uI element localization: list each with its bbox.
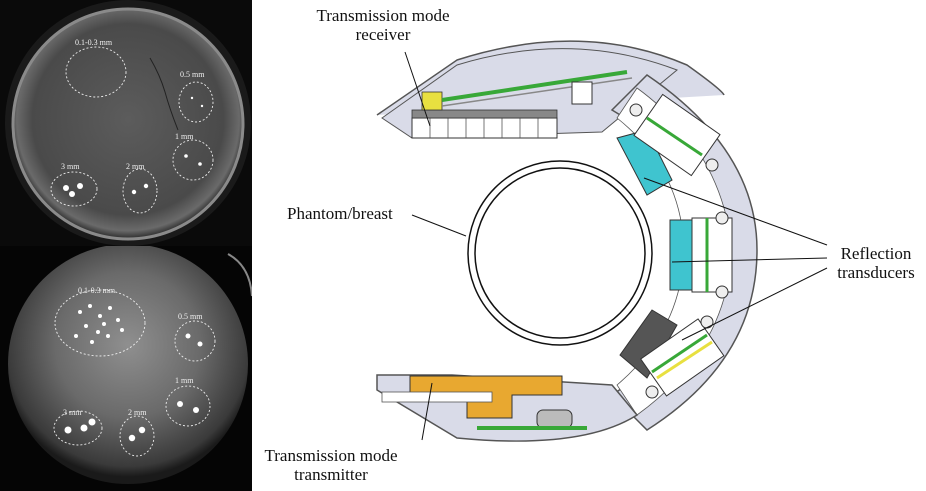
label-size-2: 2 mm	[128, 408, 147, 417]
receiver-label: Transmission mode receiver	[308, 6, 458, 44]
bottom-phantom-photo	[8, 246, 252, 484]
transmitter-label: Transmission mode transmitter	[256, 446, 406, 484]
receiver-label-line1: Transmission mode	[316, 6, 450, 25]
reflection-label: Reflection transducers	[826, 244, 926, 282]
leader-lines	[404, 51, 828, 441]
roi-ellipse	[50, 171, 98, 207]
label-size-3: 3 mm	[63, 408, 82, 417]
reflection-label-line2: transducers	[837, 263, 915, 282]
label-size-1: 1 mm	[175, 132, 194, 141]
bright-spots	[64, 304, 203, 442]
reflection-label-line1: Reflection	[840, 244, 912, 263]
transmitter-block	[381, 375, 587, 430]
device-diagram	[376, 40, 828, 442]
label-size-01-03: 0.1-0.3 mm	[78, 286, 116, 295]
roi-ellipse	[172, 139, 214, 181]
roi-ellipse	[165, 385, 211, 427]
label-size-3: 3 mm	[61, 162, 80, 171]
phantom-label: Phantom/breast	[287, 204, 393, 223]
reflection-transducer-3	[619, 309, 725, 399]
receiver-label-line2: receiver	[355, 25, 411, 44]
roi-ellipse	[53, 410, 103, 446]
receiver-array	[411, 70, 633, 139]
roi-ellipse	[65, 46, 127, 98]
reflection-transducer-1	[616, 93, 721, 196]
roi-ellipse	[54, 289, 146, 357]
top-phantom-photo	[5, 0, 251, 246]
label-size-1: 1 mm	[175, 376, 194, 385]
roi-ellipse	[119, 415, 155, 457]
bright-spots	[63, 96, 204, 197]
phantom-ring	[467, 160, 653, 346]
label-size-2: 2 mm	[126, 162, 145, 171]
label-size-05: 0.5 mm	[178, 312, 203, 321]
bottom-ultrasound-image: 0.1-0.3 mm 0.5 mm 1 mm 2 mm 3 mm	[0, 246, 252, 491]
roi-ellipse	[178, 81, 214, 123]
top-ultrasound-image: 0.1-0.3 mm 0.5 mm 1 mm 2 mm 3 mm	[0, 0, 252, 246]
label-size-01-03: 0.1-0.3 mm	[75, 38, 113, 47]
label-size-05: 0.5 mm	[180, 70, 205, 79]
reflection-transducer-2	[669, 211, 733, 299]
roi-ellipse	[174, 320, 216, 362]
roi-ellipse	[122, 168, 158, 214]
transmitter-label-line2: transmitter	[294, 465, 368, 484]
transmitter-label-line1: Transmission mode	[264, 446, 398, 465]
